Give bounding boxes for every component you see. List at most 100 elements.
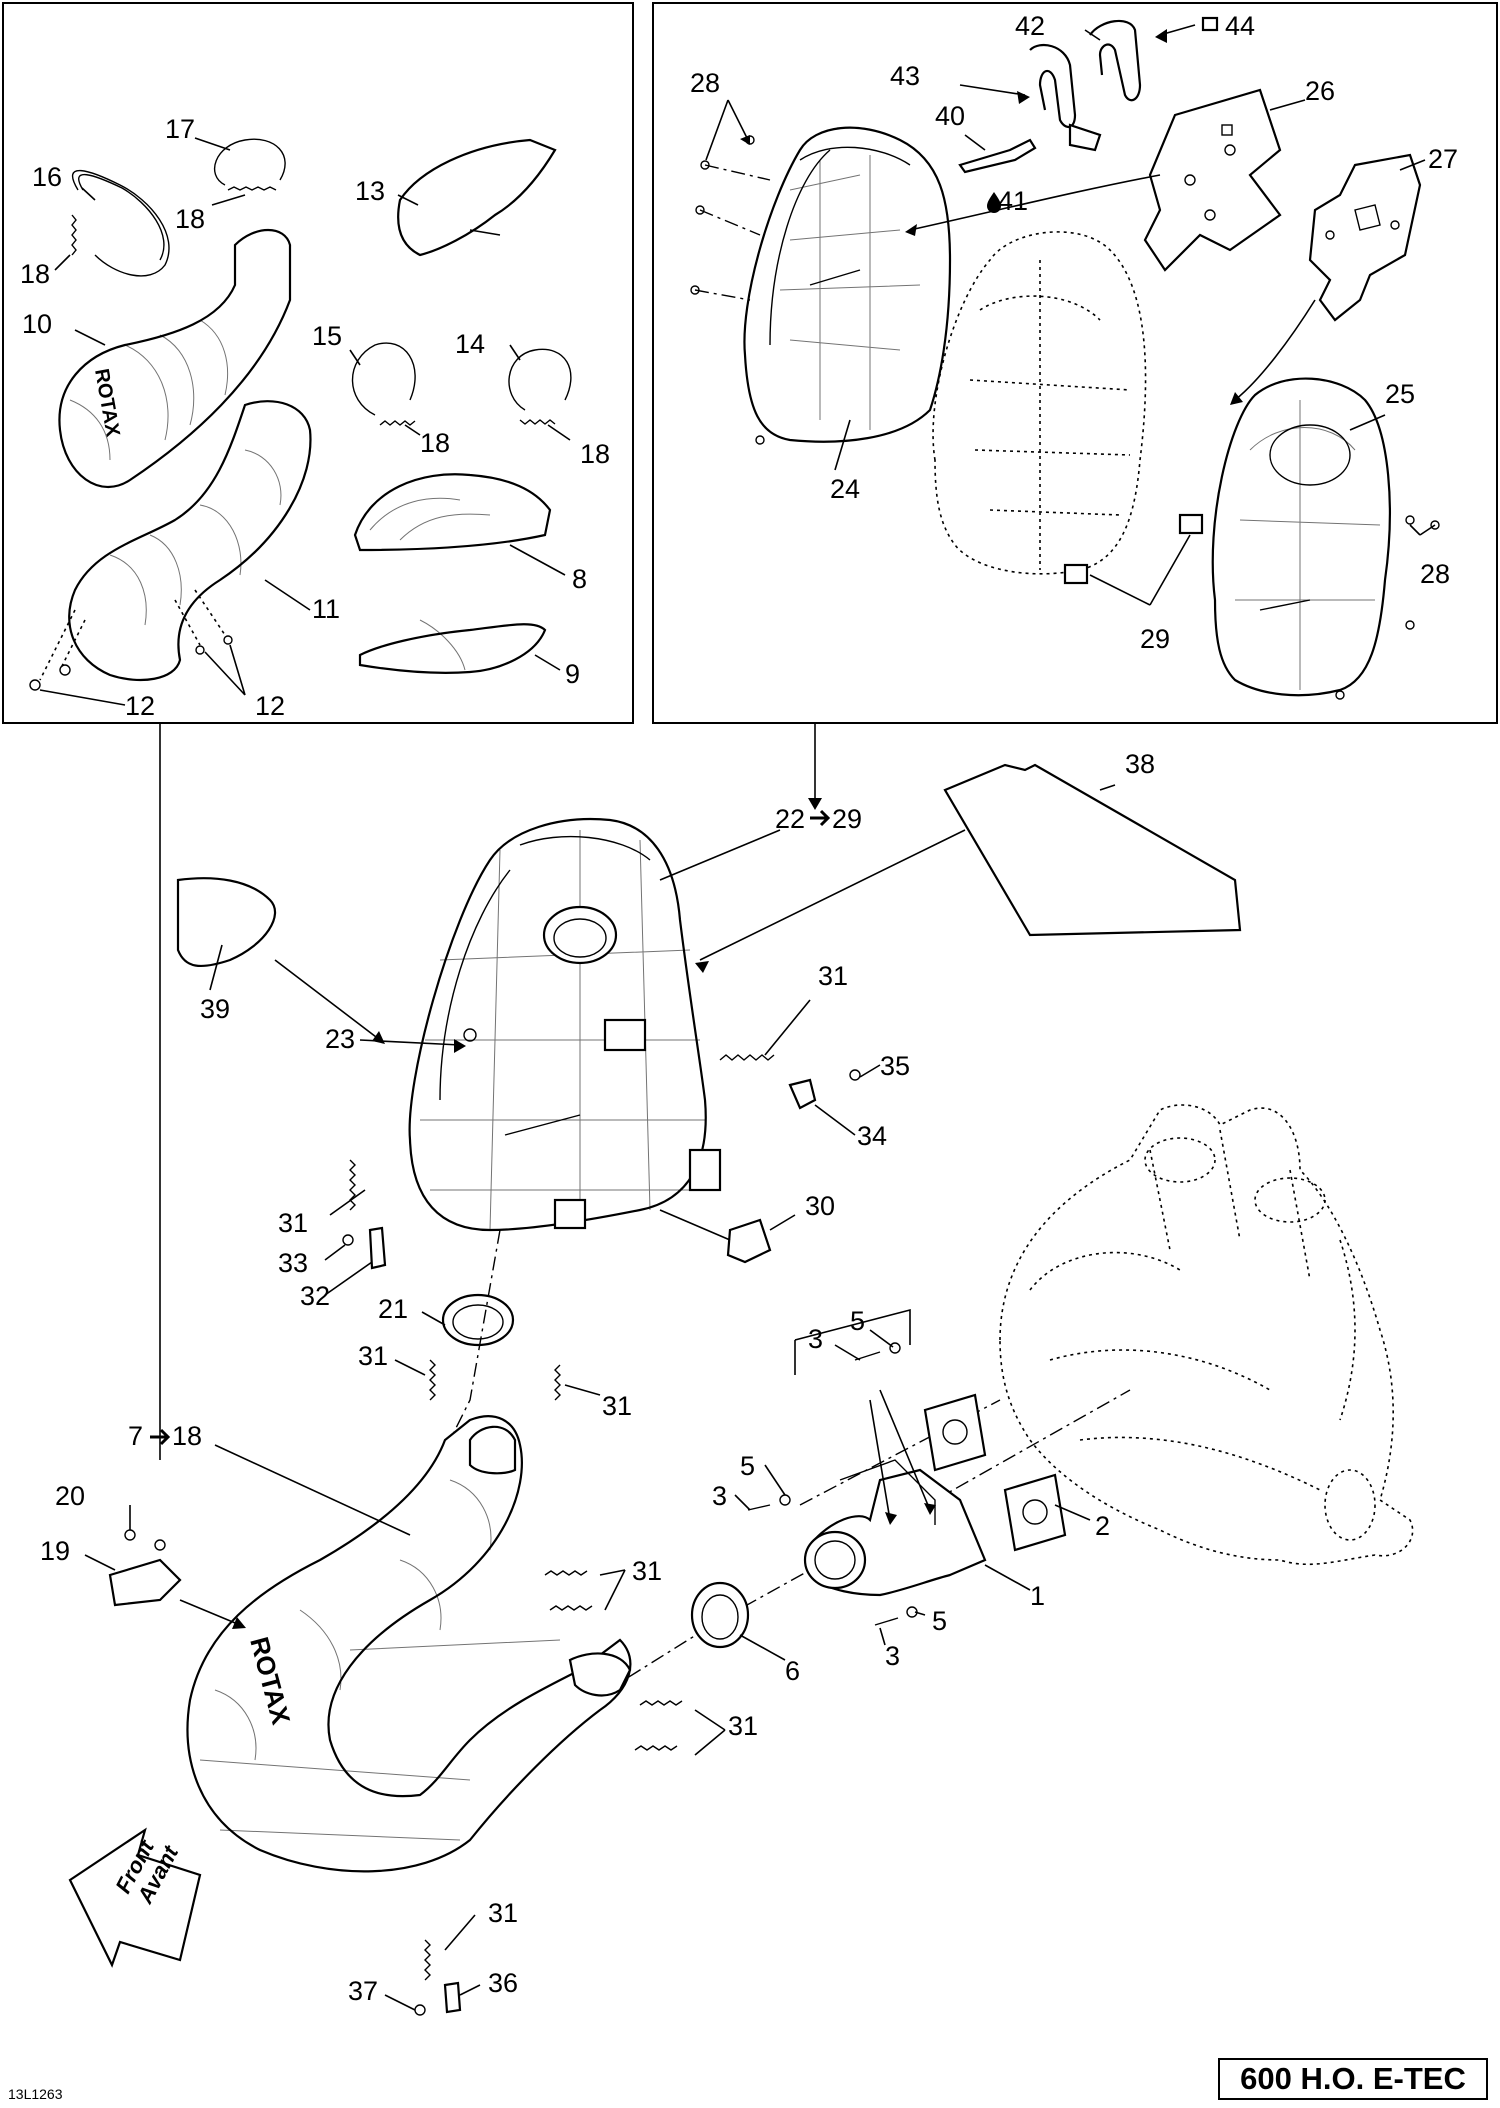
callout-29: 29 — [832, 804, 862, 834]
callout-35: 35 — [880, 1051, 910, 1081]
callout-31: 31 — [488, 1898, 518, 1928]
callout-18: 18 — [580, 439, 610, 469]
callout-27: 27 — [1428, 144, 1458, 174]
callout-18: 18 — [20, 259, 50, 289]
callout-19: 19 — [40, 1536, 70, 1566]
heat-shield-13 — [397, 138, 557, 257]
callout-3: 3 — [885, 1641, 900, 1671]
callout-39: 39 — [200, 994, 230, 1024]
callout-38: 38 — [1125, 749, 1155, 779]
callout-22: 22 — [775, 804, 805, 834]
callout-14: 14 — [455, 329, 485, 359]
callout-8: 8 — [572, 564, 587, 594]
callout-29: 29 — [1140, 624, 1170, 654]
spring-31a — [719, 1054, 775, 1061]
callout-10: 10 — [22, 309, 52, 339]
exhaust-pipe-lower — [68, 400, 312, 682]
leader-lines — [39, 24, 1436, 2011]
inset-right-parts — [690, 16, 1440, 700]
callouts-inset-right: 42 44 43 40 41 28 26 27 24 25 28 29 — [690, 11, 1458, 654]
callouts-main: 22 29 38 39 31 23 35 34 30 31 33 32 21 3… — [40, 749, 1155, 2006]
gasket-2a — [923, 1393, 987, 1472]
callout-31: 31 — [728, 1711, 758, 1741]
hose-42 — [1089, 19, 1142, 102]
engine-outline — [999, 1104, 1414, 1566]
callout-17: 17 — [165, 114, 195, 144]
range-arrow-icon — [810, 809, 831, 827]
callout-28: 28 — [690, 68, 720, 98]
front-direction-arrow — [68, 1827, 202, 1968]
inset-frame-right — [652, 2, 1498, 724]
callout-5: 5 — [932, 1606, 947, 1636]
inset-left-parts: ROTAX — [29, 138, 572, 691]
callout-11: 11 — [312, 594, 340, 624]
callout-26: 26 — [1305, 76, 1335, 106]
callout-44: 44 — [1225, 11, 1255, 41]
callout-30: 30 — [805, 1191, 835, 1221]
callout-9: 9 — [565, 659, 580, 689]
drawing-code: 13L1263 — [8, 2086, 63, 2102]
range-arrow-icon — [150, 1428, 171, 1446]
muffler-shell-24 — [743, 126, 952, 443]
callouts-inset-left: 16 17 18 18 13 10 15 14 18 18 8 11 9 12 … — [20, 114, 610, 721]
callout-32: 32 — [300, 1281, 330, 1311]
heat-shield-26 — [1143, 88, 1282, 272]
muffler-body — [408, 818, 707, 1232]
inset-connectors — [159, 723, 822, 1460]
callout-18: 18 — [420, 428, 450, 458]
callout-31: 31 — [818, 961, 848, 991]
connector-30 — [726, 1218, 772, 1264]
callout-36: 36 — [488, 1968, 518, 1998]
callout-3: 3 — [808, 1324, 823, 1354]
inset-frame-left — [2, 2, 634, 724]
gasket-2b — [1003, 1473, 1067, 1552]
callout-12: 12 — [255, 691, 285, 721]
heat-shield-27 — [1308, 153, 1422, 322]
callout-2: 2 — [1095, 1511, 1110, 1541]
callout-37: 37 — [348, 1976, 378, 2006]
callout-34: 34 — [857, 1121, 887, 1151]
callout-31: 31 — [602, 1391, 632, 1421]
callout-1: 1 — [1030, 1581, 1045, 1611]
callout-24: 24 — [830, 474, 860, 504]
callout-13: 13 — [355, 176, 385, 206]
callout-33: 33 — [278, 1248, 308, 1278]
callout-16: 16 — [32, 162, 62, 192]
bracket-19 — [108, 1558, 182, 1607]
callout-15: 15 — [312, 321, 342, 351]
callout-18: 18 — [172, 1421, 202, 1451]
callout-21: 21 — [378, 1294, 408, 1324]
callout-18: 18 — [175, 204, 205, 234]
hose-43 — [1029, 43, 1077, 128]
tuned-pipe — [186, 1415, 632, 1873]
callout-25: 25 — [1385, 379, 1415, 409]
exhaust-pipe-upper — [58, 229, 292, 489]
callout-31: 31 — [632, 1556, 662, 1586]
main-assembly: ROTAX Front Avant — [68, 763, 1414, 2016]
callout-6: 6 — [785, 1656, 800, 1686]
callout-3: 3 — [712, 1481, 727, 1511]
callout-23: 23 — [325, 1024, 355, 1054]
sensor-40 — [958, 138, 1037, 174]
callout-31: 31 — [358, 1341, 388, 1371]
callout-5: 5 — [850, 1306, 865, 1336]
model-label: 600 H.O. E-TEC — [1218, 2058, 1488, 2100]
callout-41: 41 — [998, 186, 1028, 216]
heat-shield-39 — [176, 877, 277, 967]
heat-shield-8 — [353, 473, 552, 552]
heat-shield-9 — [358, 623, 547, 674]
callout-12: 12 — [125, 691, 155, 721]
heat-shield-38 — [943, 763, 1242, 937]
callout-42: 42 — [1015, 11, 1045, 41]
drop-icon — [987, 192, 1001, 213]
gasket-21 — [441, 1293, 515, 1347]
callout-28: 28 — [1420, 559, 1450, 589]
callout-31: 31 — [278, 1208, 308, 1238]
callout-7: 7 — [128, 1421, 143, 1451]
callout-43: 43 — [890, 61, 920, 91]
muffler-shell-25 — [1211, 377, 1391, 697]
callout-5: 5 — [740, 1451, 755, 1481]
callout-40: 40 — [935, 101, 965, 131]
callout-20: 20 — [55, 1481, 85, 1511]
